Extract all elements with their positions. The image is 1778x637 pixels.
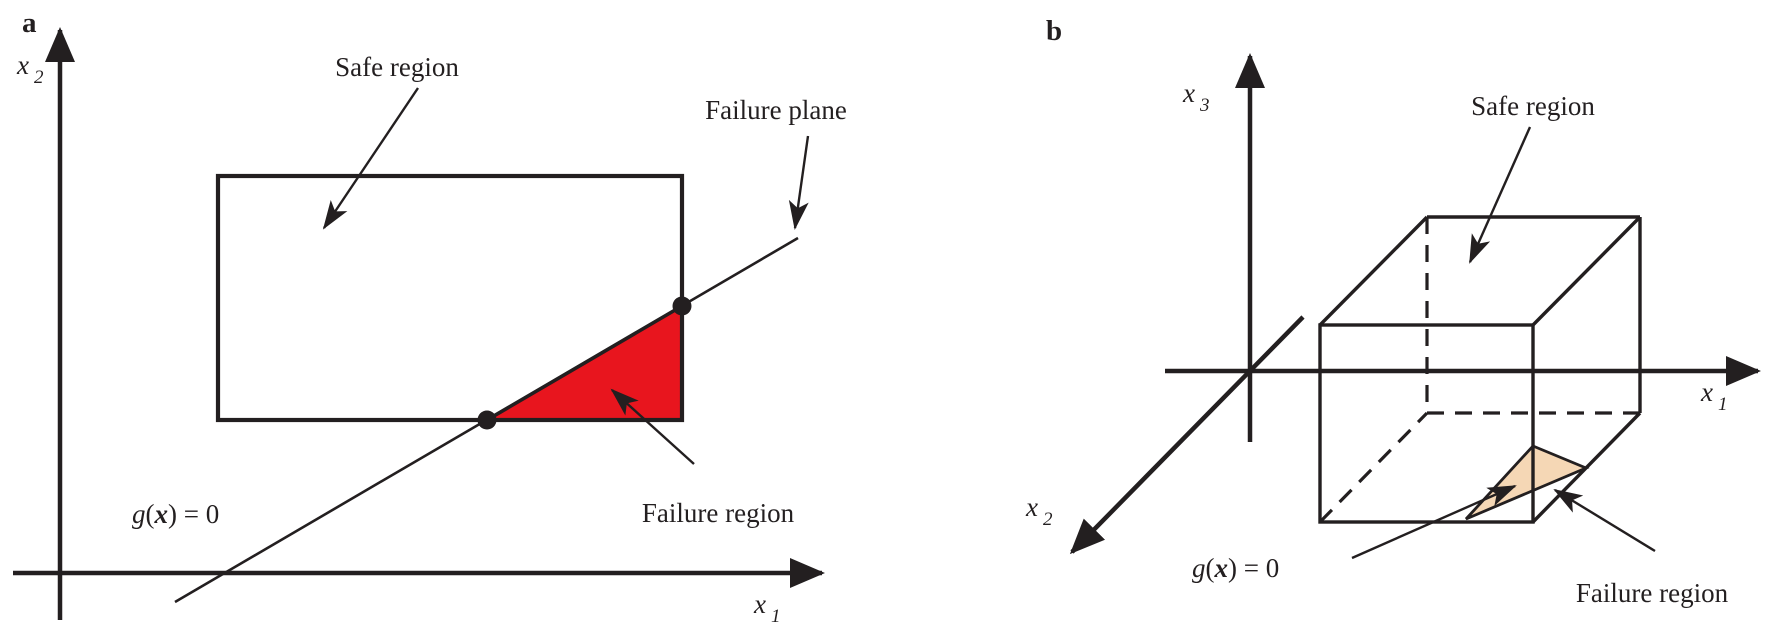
axis-x2-b-label-sub: 2	[1043, 509, 1053, 530]
cube-edge-bottom-right-depth	[1531, 411, 1642, 524]
limit-state-a-open: (	[146, 499, 155, 529]
safe-region-a-arrow	[322, 87, 419, 230]
cube-hidden-edge-bottom-left-depth	[1318, 411, 1429, 524]
failure-region-b-label: Failure region	[1576, 578, 1729, 608]
intersection-dot-a-bottom	[477, 410, 497, 430]
axis-x1-b-label-sub: 1	[1718, 394, 1728, 415]
axis-y-a-label: x	[16, 50, 29, 80]
panel-a-tag: a	[22, 7, 37, 39]
cube-edge-top-right-depth	[1531, 215, 1642, 327]
intersection-dot-a-right	[672, 296, 692, 316]
failure-region-b-shape	[1464, 444, 1590, 521]
axis-x-a-label-sub: 1	[771, 606, 781, 627]
limit-state-a-x: x	[154, 499, 169, 529]
failure-plane-a-arrow	[788, 135, 810, 230]
axis-x3-b-label-sub: 3	[1199, 95, 1210, 116]
limit-state-b-open: (	[1206, 553, 1215, 583]
limit-state-b-arrow	[1351, 484, 1517, 560]
limit-state-b-g: g	[1192, 553, 1206, 583]
limit-state-b-label: g(x) = 0	[1192, 553, 1279, 583]
limit-state-a-label: g(x) = 0	[132, 499, 219, 529]
limit-state-a-rest: ) = 0	[168, 499, 219, 529]
limit-state-b-x: x	[1214, 553, 1229, 583]
safe-region-b-arrow	[1468, 126, 1532, 264]
limit-state-b-rest: ) = 0	[1228, 553, 1279, 583]
axis-x1-b-label: x	[1700, 377, 1713, 407]
safe-region-b-label: Safe region	[1471, 91, 1595, 121]
failure-region-a-label: Failure region	[642, 498, 795, 528]
failure-plane-a-label: Failure plane	[705, 95, 847, 125]
axis-x2-b-label: x	[1025, 492, 1038, 522]
panel-b: b x 3 x 1 x 2 Safe region Failure region…	[1025, 15, 1761, 608]
failure-region-b-arrow	[1553, 488, 1656, 553]
axis-x3-b-label: x	[1182, 78, 1195, 108]
cube-front-face	[1318, 323, 1535, 524]
safe-region-a-label: Safe region	[335, 52, 459, 82]
axis-x-a-label: x	[753, 589, 766, 619]
limit-state-a-g: g	[132, 499, 146, 529]
panel-b-tag: b	[1046, 15, 1062, 47]
axis-y-a-label-sub: 2	[34, 67, 44, 88]
failure-region-a-arrow	[610, 388, 695, 465]
axis-x2-b	[1069, 315, 1305, 555]
panel-a: a x 2 x 1 Safe region Failure plane Fail…	[13, 7, 847, 627]
cube-edge-top-left-depth	[1318, 215, 1429, 327]
